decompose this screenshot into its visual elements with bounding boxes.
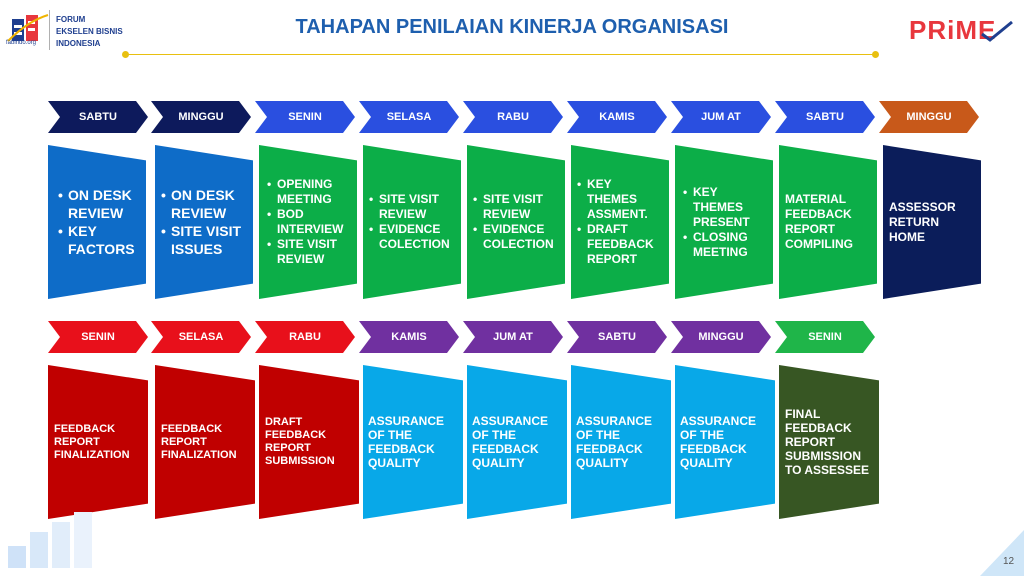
day-chevron: SABTU [48,101,148,133]
corner-decoration [980,530,1024,576]
activity-card: FEEDBACK REPORT FINALIZATION [48,365,148,519]
activity-card: FEEDBACK REPORT FINALIZATION [155,365,255,519]
day-chevron: SABTU [567,321,667,353]
activity-list: KEY THEMES PRESENT CLOSING MEETING [683,185,765,260]
activity-item: SITE VISIT ISSUES [161,222,245,258]
page-number: 12 [1003,556,1015,567]
activity-card: ASSURANCE OF THE FEEDBACK QUALITY [675,365,775,519]
activity-list: ON DESK REVIEW SITE VISIT ISSUES [161,186,245,258]
activity-card: ASSURANCE OF THE FEEDBACK QUALITY [467,365,567,519]
activity-text: ASSURANCE OF THE FEEDBACK QUALITY [368,414,445,470]
activity-list: SITE VISIT REVIEW EVIDENCE COLECTION [473,192,557,252]
day-chevron: MINGGU [879,101,979,133]
activity-item: ON DESK REVIEW [58,186,138,222]
day-chevron: KAMIS [567,101,667,133]
decorative-bars [8,512,92,568]
day-chevron: MINGGU [671,321,771,353]
org-line-2: EKSELEN BISNIS [56,27,123,36]
day-chevron: MINGGU [151,101,251,133]
activity-item: BOD INTERVIEW [267,207,349,237]
day-chevron: SELASA [359,101,459,133]
day-chevron: SENIN [255,101,355,133]
activity-card: DRAFT FEEDBACK REPORT SUBMISSION [259,365,359,519]
activity-item: DRAFT FEEDBACK REPORT [577,222,661,267]
day-chevron: JUM AT [463,321,563,353]
activity-text: ASSURANCE OF THE FEEDBACK QUALITY [576,414,653,470]
day-chevron: JUM AT [671,101,771,133]
activity-item: CLOSING MEETING [683,230,765,260]
activity-card: KEY THEMES ASSMENT. DRAFT FEEDBACK REPOR… [571,145,669,299]
activity-item: KEY THEMES PRESENT [683,185,765,230]
activity-list: ON DESK REVIEW KEY FACTORS [58,186,138,258]
org-name: FORUM EKSELEN BISNIS INDONESIA [56,14,123,50]
underline-dot-left [122,51,129,58]
activity-text: FEEDBACK REPORT FINALIZATION [161,422,237,461]
activity-item: SITE VISIT REVIEW [369,192,453,222]
activity-text: DRAFT FEEDBACK REPORT SUBMISSION [265,416,335,467]
activity-list: SITE VISIT REVIEW EVIDENCE COLECTION [369,192,453,252]
activity-card: ASSURANCE OF THE FEEDBACK QUALITY [363,365,463,519]
fabindo-logo [7,14,49,42]
activity-card: ON DESK REVIEW SITE VISIT ISSUES [155,145,253,299]
activity-text: ASSURANCE OF THE FEEDBACK QUALITY [472,414,549,470]
activity-item: KEY THEMES ASSMENT. [577,177,661,222]
activity-text: ASSESSOR RETURN HOME [889,199,956,244]
day-chevron: KAMIS [359,321,459,353]
day-chevron: RABU [463,101,563,133]
activity-card: SITE VISIT REVIEW EVIDENCE COLECTION [467,145,565,299]
activity-item: EVIDENCE COLECTION [369,222,453,252]
activity-text: FEEDBACK REPORT FINALIZATION [54,422,130,461]
activity-text: ASSURANCE OF THE FEEDBACK QUALITY [680,414,757,470]
activity-card: FINAL FEEDBACK REPORT SUBMISSION TO ASSE… [779,365,879,519]
org-line-3: INDONESIA [56,39,101,48]
activity-text: FINAL FEEDBACK REPORT SUBMISSION TO ASSE… [785,407,870,477]
activity-item: OPENING MEETING [267,177,349,207]
activity-card: OPENING MEETING BOD INTERVIEW SITE VISIT… [259,145,357,299]
activity-card: ASSURANCE OF THE FEEDBACK QUALITY [571,365,671,519]
activity-item: KEY FACTORS [58,222,138,258]
title-underline [126,54,874,55]
logo-divider [49,10,50,50]
activity-card: MATERIAL FEEDBACK REPORT COMPILING [779,145,877,299]
page-title: TAHAPAN PENILAIAN KINERJA ORGANISASI [295,16,729,38]
activity-item: EVIDENCE COLECTION [473,222,557,252]
checkmark-icon [981,20,1013,42]
day-chevron: RABU [255,321,355,353]
day-chevron: SENIN [48,321,148,353]
activity-item: SITE VISIT REVIEW [267,237,349,267]
activity-item: ON DESK REVIEW [161,186,245,222]
logo-site-text: fabindo.org [6,40,37,46]
activity-text: MATERIAL FEEDBACK REPORT COMPILING [785,192,853,251]
day-chevron: SABTU [775,101,875,133]
prime-logo: PRiME [909,15,997,45]
activity-card: KEY THEMES PRESENT CLOSING MEETING [675,145,773,299]
activity-list: KEY THEMES ASSMENT. DRAFT FEEDBACK REPOR… [577,177,661,267]
activity-list: OPENING MEETING BOD INTERVIEW SITE VISIT… [267,177,349,267]
activity-card: ASSESSOR RETURN HOME [883,145,981,299]
activity-card: SITE VISIT REVIEW EVIDENCE COLECTION [363,145,461,299]
activity-item: SITE VISIT REVIEW [473,192,557,222]
day-chevron: SELASA [151,321,251,353]
org-line-1: FORUM [56,15,86,24]
activity-card: ON DESK REVIEW KEY FACTORS [48,145,146,299]
day-chevron: SENIN [775,321,875,353]
underline-dot-right [872,51,879,58]
